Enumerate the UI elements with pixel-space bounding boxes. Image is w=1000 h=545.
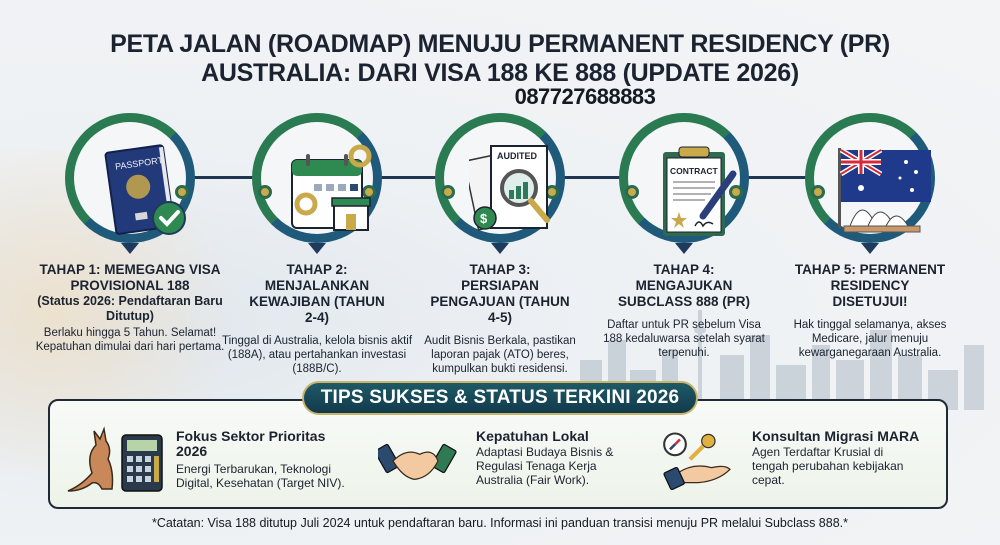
step-ring xyxy=(805,113,935,243)
timeline-node xyxy=(811,185,825,199)
tip-3-title: Konsultan Migrasi MARA xyxy=(752,428,920,444)
step-5-title: TAHAP 5: PERMANENT RESIDENCY DISETUJUI! xyxy=(794,262,946,309)
tip-item-2: Kepatuhan Lokal Adaptasi Budaya Bisnis &… xyxy=(378,425,638,505)
tips-header: TIPS SUKSES & STATUS TERKINI 2026 xyxy=(302,381,698,415)
svg-text:CONTRACT: CONTRACT xyxy=(670,166,718,176)
phone-number: 087727688883 xyxy=(514,84,656,109)
step-1-title: TAHAP 1: MEMEGANG VISA PROVISIONAL 188 xyxy=(39,262,221,293)
step-ring: PASSPORT xyxy=(65,113,195,243)
svg-text:$: $ xyxy=(480,211,488,226)
step-5-description: Hak tinggal selamanya, akses Medicare, j… xyxy=(793,319,947,359)
kangaroo-calculator-icon xyxy=(67,426,163,492)
step-1-text: TAHAP 1: MEMEGANG VISA PROVISIONAL 188 (… xyxy=(30,262,230,354)
svg-text:AUDITED: AUDITED xyxy=(497,151,537,161)
tip-1-title: Fokus Sektor Prioritas 2026 xyxy=(176,428,326,459)
handshake-icon xyxy=(378,443,457,480)
timeline-node xyxy=(625,185,639,199)
step-4-description: Daftar untuk PR sebelum Visa 188 kedaluw… xyxy=(603,319,765,359)
tip-2-title: Kepatuhan Lokal xyxy=(476,428,589,444)
contract-pen-icon: CONTRACT xyxy=(663,146,737,236)
step-3-badge: AUDITED $ xyxy=(430,108,570,258)
compass-key-hand-icon xyxy=(663,432,731,491)
step-3-title: TAHAP 3: PERSIAPAN PENGAJUAN (TAHUN 4-5) xyxy=(430,262,570,325)
page-title: PETA JALAN (ROADMAP) MENUJU PERMANENT RE… xyxy=(0,30,1000,88)
step-5-badge xyxy=(800,108,940,258)
timeline-node xyxy=(441,185,455,199)
australia-flag-opera-house-icon xyxy=(838,147,931,233)
tip-2-description: Adaptasi Budaya Bisnis & Regulasi Tenaga… xyxy=(476,445,614,487)
step-ring: AUDITED $ xyxy=(435,113,565,243)
step-4-text: TAHAP 4: MENGAJUKAN SUBCLASS 888 (PR) Da… xyxy=(584,262,784,360)
title-line-2: AUSTRALIA: DARI VISA 188 KE 888 (UPDATE … xyxy=(201,59,799,87)
step-ring: CONTRACT xyxy=(619,113,749,243)
step-3-description: Audit Bisnis Berkala, pastikan laporan p… xyxy=(424,335,576,375)
step-4-badge: CONTRACT xyxy=(614,108,754,258)
tip-item-1: Fokus Sektor Prioritas 2026 Energi Terba… xyxy=(62,425,345,505)
passport-check-icon: PASSPORT xyxy=(104,144,186,235)
title-line-1: PETA JALAN (ROADMAP) MENUJU PERMANENT RE… xyxy=(110,30,890,58)
step-2-badge xyxy=(247,108,387,258)
timeline-node xyxy=(729,185,743,199)
step-1-description: Berlaku hingga 5 Tahun. Selamat! Kepatuh… xyxy=(35,327,225,353)
step-ring xyxy=(252,113,382,243)
timeline-node xyxy=(258,185,272,199)
step-1-subtitle: (Status 2026: Pendaftaran Baru Ditutup) xyxy=(37,294,223,323)
tip-3-description: Agen Terdaftar Krusial di tengah perubah… xyxy=(752,445,904,487)
step-2-description: Tinggal di Australia, kelola bisnis akti… xyxy=(221,335,413,375)
step-2-text: TAHAP 2: MENJALANKAN KEWAJIBAN (TAHUN 2-… xyxy=(217,262,417,376)
step-5-text: TAHAP 5: PERMANENT RESIDENCY DISETUJUI! … xyxy=(770,262,970,360)
tip-item-3: Konsultan Migrasi MARA Agen Terdaftar Kr… xyxy=(660,425,950,505)
calendar-business-icon xyxy=(291,144,372,231)
step-2-title: TAHAP 2: MENJALANKAN KEWAJIBAN (TAHUN 2-… xyxy=(249,262,385,325)
audited-documents-icon: AUDITED $ xyxy=(469,145,550,231)
step-1-badge: PASSPORT xyxy=(60,108,200,258)
tip-1-description: Energi Terbarukan, Teknologi Digital, Ke… xyxy=(176,462,345,490)
step-4-title: TAHAP 4: MENGAJUKAN SUBCLASS 888 (PR) xyxy=(617,262,751,309)
timeline-node xyxy=(175,185,189,199)
footnote: *Catatan: Visa 188 ditutup Juli 2024 unt… xyxy=(151,516,849,530)
step-3-text: TAHAP 3: PERSIAPAN PENGAJUAN (TAHUN 4-5)… xyxy=(400,262,600,376)
